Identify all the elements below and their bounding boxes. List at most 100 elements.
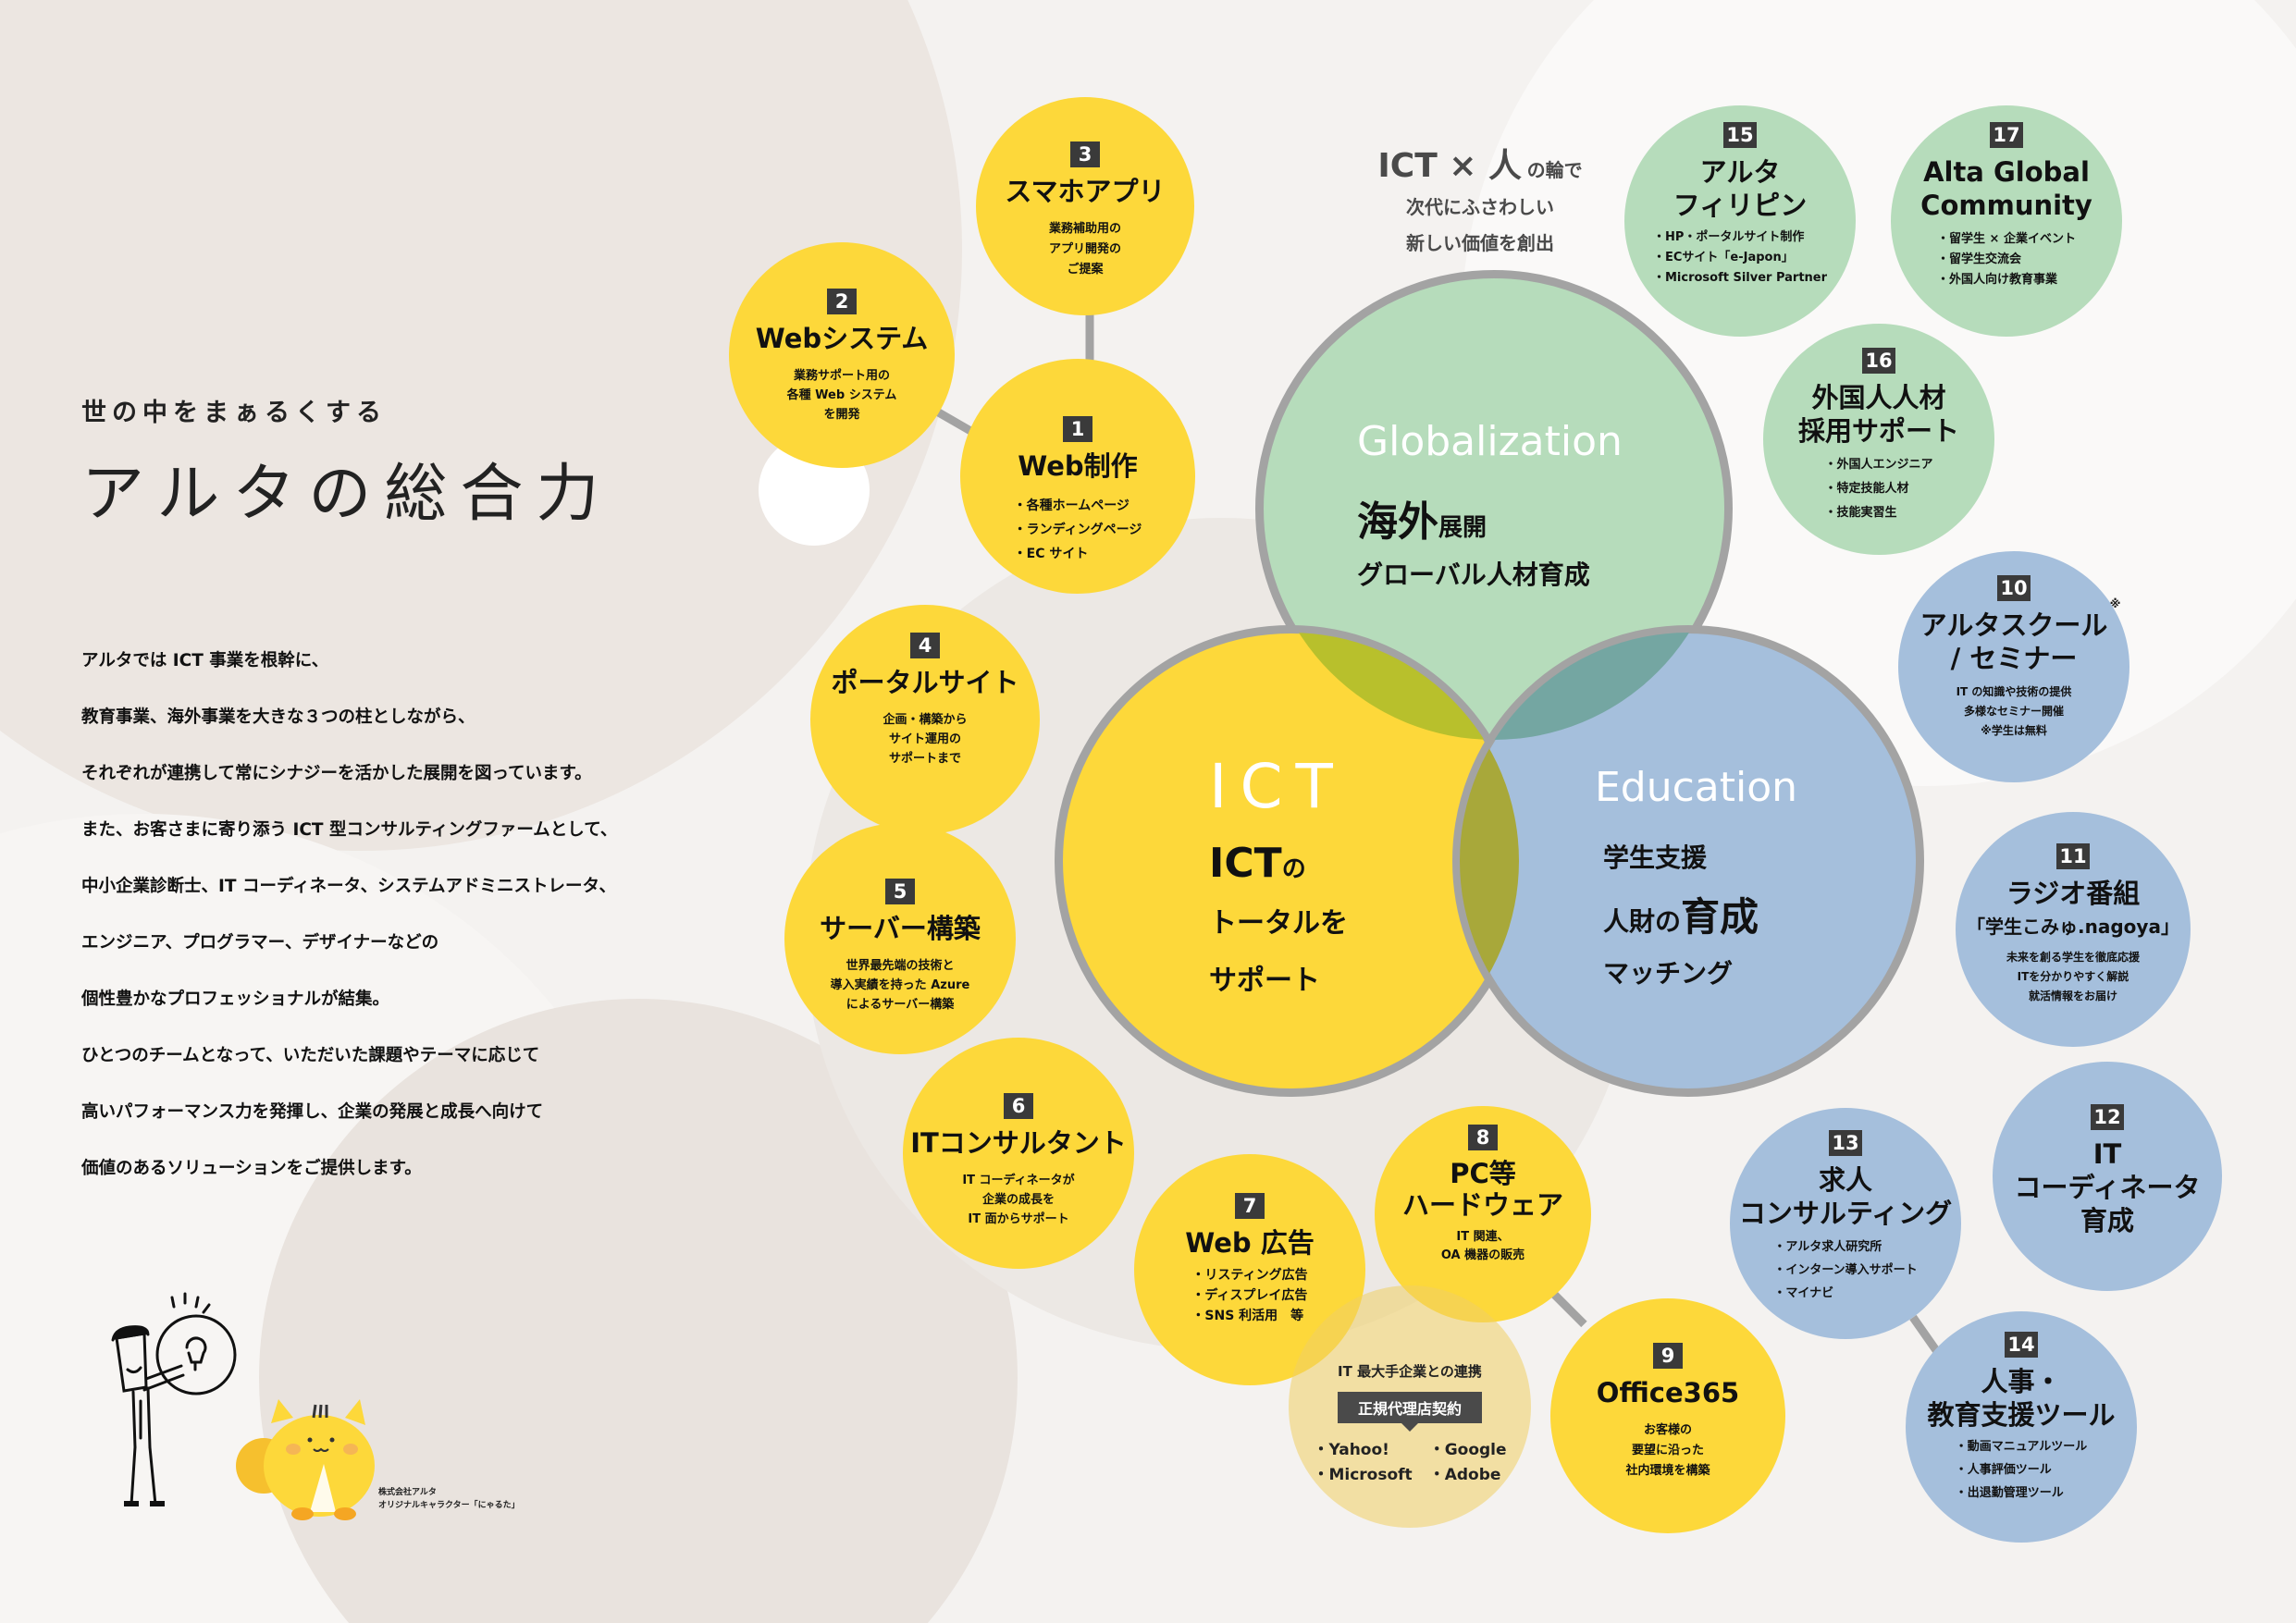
service-11-radio-program[interactable]: 11 ラジオ番組 「学生こみゅ.nagoya」 未来を創る学生を徹底応援 ITを… xyxy=(1956,812,2191,1047)
service-title: ラジオ番組 xyxy=(2006,878,2141,909)
service-3-smartphone-app[interactable]: 3 スマホアプリ 業務補助用の アプリ開発の ご提案 xyxy=(976,97,1194,315)
intro-paragraph: エンジニア、プログラマー、デザイナーなどの xyxy=(81,933,439,953)
note-mark: ※ xyxy=(2109,597,2121,610)
intro-paragraph: ひとつのチームとなって、いただいた課題やテーマに応じて xyxy=(81,1046,540,1065)
service-subtitle: 「学生こみゅ.nagoya」 xyxy=(1967,916,2179,938)
pillar-globalization-text: 海外展開 グローバル人材育成 xyxy=(1357,488,1590,592)
number-badge: 8 xyxy=(1468,1125,1498,1150)
partner-yahoo: Yahoo! xyxy=(1313,1436,1412,1459)
ict-suffix: の xyxy=(1281,855,1306,883)
service-9-office365[interactable]: 9 Office365 お客様の 要望に沿った 社内環境を構築 xyxy=(1550,1298,1785,1533)
service-17-alta-global-community[interactable]: 17 Alta Global Community 留学生 × 企業イベント 留学… xyxy=(1891,105,2122,337)
intro-paragraph: 中小企業診断士、IT コーディネータ、システムアドミニストレータ、 xyxy=(81,877,616,896)
mascot-caption: 株式会社アルタ オリジナルキャラクター「にゃるた」 xyxy=(378,1486,520,1512)
number-badge: 12 xyxy=(2091,1104,2124,1130)
intro-paragraph: 教育事業、海外事業を大きな３つの柱としながら、 xyxy=(81,707,475,727)
ict-main: ICT xyxy=(1209,840,1282,887)
slogan-suffix: の輪で xyxy=(1526,159,1583,181)
mascot-caption-company: 株式会社アルタ xyxy=(378,1488,437,1497)
service-list: リスティング広告 ディスプレイ広告 SNS 利活用 等 xyxy=(1191,1265,1307,1326)
globalization-main: 海外 xyxy=(1357,498,1438,546)
service-list: 各種ホームページ ランディングページ EC サイト xyxy=(1014,494,1142,566)
service-4-portal-site[interactable]: 4 ポータルサイト 企画・構築から サイト運用の サポートまで xyxy=(810,605,1040,834)
service-title: Web 広告 xyxy=(1185,1227,1315,1259)
service-list-item: 技能実習生 xyxy=(1824,501,1932,525)
number-badge: 5 xyxy=(885,879,915,904)
slogan-main: ICT × 人 xyxy=(1377,147,1523,185)
partnership-circle: IT 最大手企業との連携 正規代理店契約 Yahoo! Google Micro… xyxy=(1289,1285,1531,1528)
service-title: Office365 xyxy=(1596,1377,1740,1408)
service-desc: 未来を創る学生を徹底応援 ITを分かりやすく解説 就活情報をお届け xyxy=(2006,951,2140,1002)
pillar-label-globalization: Globalization xyxy=(1357,418,1623,465)
service-list-item: 特定技能人材 xyxy=(1824,477,1932,501)
service-list-item: SNS 利活用 等 xyxy=(1191,1306,1307,1326)
number-badge: 13 xyxy=(1829,1130,1862,1156)
service-title: 外国人人材 採用サポート xyxy=(1797,382,1959,447)
slogan-line2: 次代にふさわしい xyxy=(1406,196,1554,218)
number-badge: 11 xyxy=(2056,843,2090,869)
number-badge: 7 xyxy=(1235,1193,1265,1219)
service-title: IT コーディネータ 育成 xyxy=(2014,1138,2201,1236)
service-10-alta-school-seminar[interactable]: 10 アルタスクール / セミナー ※ IT の知識や技術の提供 多様なセミナー… xyxy=(1898,551,2129,782)
partner-microsoft: Microsoft xyxy=(1313,1461,1412,1484)
number-badge: 3 xyxy=(1070,141,1100,167)
service-list-item: ディスプレイ広告 xyxy=(1191,1285,1307,1306)
intro-paragraph: 個性豊かなプロフェッショナルが結集。 xyxy=(81,990,390,1009)
service-8-hardware[interactable]: 8 PC等 ハードウェア IT 関連、 OA 機器の販売 xyxy=(1375,1106,1591,1322)
service-desc: IT コーディネータが 企業の成長を IT 面からサポート xyxy=(962,1174,1075,1226)
service-15-alta-philippines[interactable]: 15 アルタ フィリピン HP・ポータルサイト制作 ECサイト「e-Japon」… xyxy=(1624,105,1856,337)
service-list-item: 外国人向け教育事業 xyxy=(1937,270,2076,290)
service-title: 人事・ 教育支援ツール xyxy=(1927,1366,2116,1431)
service-16-foreign-talent[interactable]: 16 外国人人材 採用サポート 外国人エンジニア 特定技能人材 技能実習生 xyxy=(1763,324,1994,555)
service-title: Alta Global Community xyxy=(1920,156,2092,221)
number-badge: 16 xyxy=(1862,348,1895,374)
service-desc: IT の知識や技術の提供 多様なセミナー開催 ※学生は無料 xyxy=(1956,685,2072,737)
service-list-item: ECサイト「e-Japon」 xyxy=(1653,248,1827,268)
service-title: アルタ フィリピン xyxy=(1673,156,1808,221)
tagline: 世の中をまぁるくする xyxy=(81,399,387,427)
service-list-item: リスティング広告 xyxy=(1191,1265,1307,1285)
education-line3: マッチング xyxy=(1603,958,1734,989)
service-1-web-production[interactable]: 1 Web制作 各種ホームページ ランディングページ EC サイト xyxy=(960,359,1195,594)
service-list-item: ランディングページ xyxy=(1014,518,1142,542)
service-13-recruitment-consulting[interactable]: 13 求人 コンサルティング アルタ求人研究所 インターン導入サポート マイナビ xyxy=(1730,1108,1961,1339)
service-title: PC等 ハードウェア xyxy=(1401,1158,1563,1221)
pillar-ict-text: ICTの トータルを サポート xyxy=(1209,840,1348,998)
partner-adobe: Adobe xyxy=(1429,1461,1507,1484)
service-list-item: 留学生 × 企業イベント xyxy=(1937,229,2076,250)
number-badge: 4 xyxy=(910,633,940,658)
service-list: HP・ポータルサイト制作 ECサイト「e-Japon」 Microsoft Si… xyxy=(1653,227,1827,289)
man-lightbulb-illustration xyxy=(111,1292,237,1506)
slogan-line3: 新しい価値を創出 xyxy=(1406,232,1554,254)
service-title: 求人 コンサルティング xyxy=(1738,1164,1953,1229)
intro-paragraph: また、お客さまに寄り添う ICT 型コンサルティングファームとして、 xyxy=(81,820,618,840)
slogan: ICT × 人 の輪で 次代にふさわしい 新しい価値を創出 xyxy=(1332,139,1628,255)
intro-paragraph: 高いパフォーマンス力を発揮し、企業の発展と成長へ向けて xyxy=(81,1102,544,1122)
service-title: サーバー構築 xyxy=(820,913,981,944)
service-title: アルタスクール / セミナー xyxy=(1920,609,2108,674)
number-badge: 2 xyxy=(827,289,857,314)
service-2-web-system[interactable]: 2 Webシステム 業務サポート用の 各種 Web システム を開発 xyxy=(729,242,955,468)
service-desc: IT 関連、 OA 機器の販売 xyxy=(1440,1230,1525,1262)
ict-line3: サポート xyxy=(1209,965,1320,997)
service-12-it-coordinator[interactable]: 12 IT コーディネータ 育成 xyxy=(1993,1062,2222,1291)
globalization-line2: グローバル人材育成 xyxy=(1357,559,1590,590)
number-badge: 6 xyxy=(1004,1093,1033,1119)
service-list: アルタ求人研究所 インターン導入サポート マイナビ xyxy=(1773,1236,1917,1305)
partnership-heading: IT 最大手企業との連携 xyxy=(1338,1363,1482,1380)
service-6-it-consultant[interactable]: 6 ITコンサルタント IT コーディネータが 企業の成長を IT 面からサポー… xyxy=(903,1038,1134,1269)
education-prefix: 人財の xyxy=(1603,906,1682,937)
number-badge: 14 xyxy=(2005,1332,2038,1358)
number-badge: 1 xyxy=(1063,416,1092,442)
service-desc: 業務サポート用の 各種 Web システム を開発 xyxy=(786,369,897,422)
ict-line2: トータルを xyxy=(1209,907,1348,940)
intro-paragraph: 価値のあるソリューションをご提供します。 xyxy=(81,1159,422,1178)
service-14-hr-education-tools[interactable]: 14 人事・ 教育支援ツール 動画マニュアルツール 人事評価ツール 出退勤管理ツ… xyxy=(1906,1311,2137,1543)
service-list-item: 留学生交流会 xyxy=(1937,250,2076,270)
service-list-item: 人事評価ツール xyxy=(1956,1458,2088,1482)
education-main: 育成 xyxy=(1681,894,1759,940)
service-list: 外国人エンジニア 特定技能人材 技能実習生 xyxy=(1824,453,1933,525)
number-badge: 15 xyxy=(1723,122,1757,148)
service-list-item: HP・ポータルサイト制作 xyxy=(1653,227,1827,248)
service-5-server[interactable]: 5 サーバー構築 世界最先端の技術と 導入実績を持った Azure によるサーバ… xyxy=(784,823,1016,1054)
